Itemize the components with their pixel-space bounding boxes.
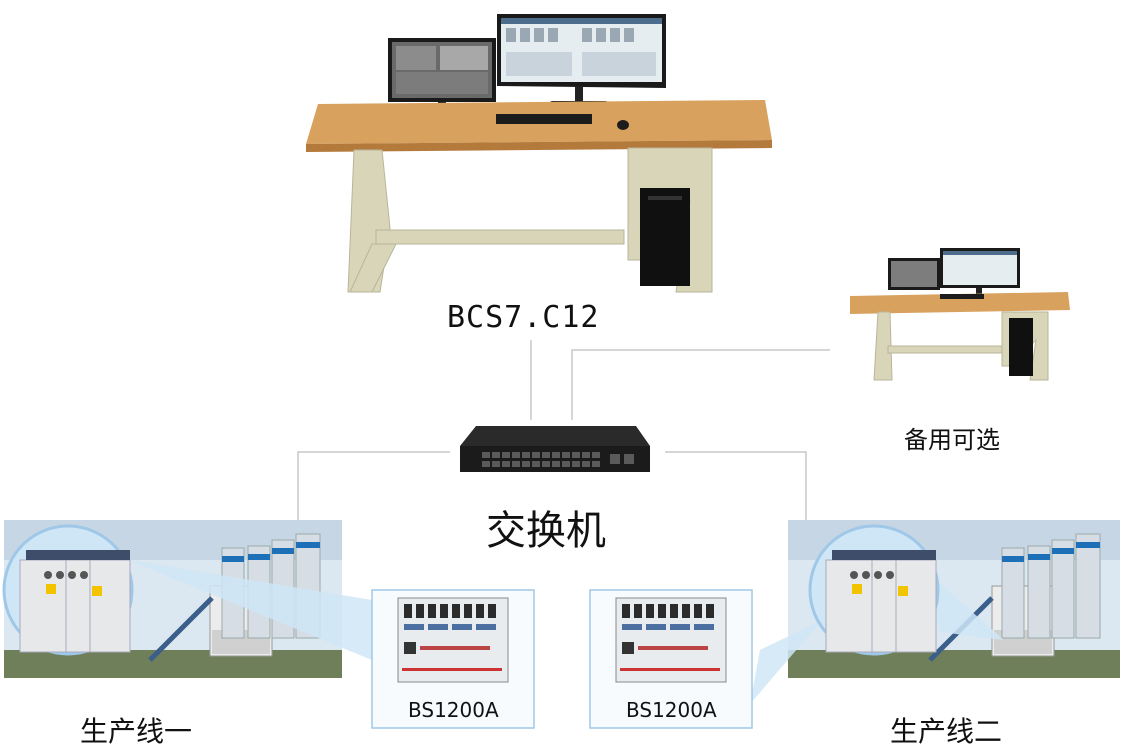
- main-station-label: BCS7.C12: [447, 300, 600, 335]
- line2-label: 生产线二: [890, 715, 1003, 748]
- line1-label: 生产线一: [80, 715, 193, 748]
- desk-frame: [347, 147, 713, 293]
- switch-label: 交换机: [486, 508, 606, 554]
- pc-tower: [640, 188, 690, 286]
- keyboard: [496, 114, 592, 124]
- left-monitor: [388, 38, 496, 115]
- mouse: [617, 120, 629, 130]
- controller-2: [589, 589, 753, 729]
- line2-control-cabinet-callout: [750, 524, 1004, 704]
- backup-station-label: 备用可选: [904, 426, 1000, 454]
- controller-1: [371, 589, 535, 729]
- line1-control-cabinet-callout: [2, 524, 372, 660]
- controller2-label: BS1200A: [626, 698, 717, 722]
- backup-station-link: [571, 349, 830, 420]
- right-monitor: [497, 14, 666, 110]
- line1-link: [297, 451, 450, 520]
- controller1-label: BS1200A: [408, 698, 499, 722]
- line2-link: [665, 451, 807, 520]
